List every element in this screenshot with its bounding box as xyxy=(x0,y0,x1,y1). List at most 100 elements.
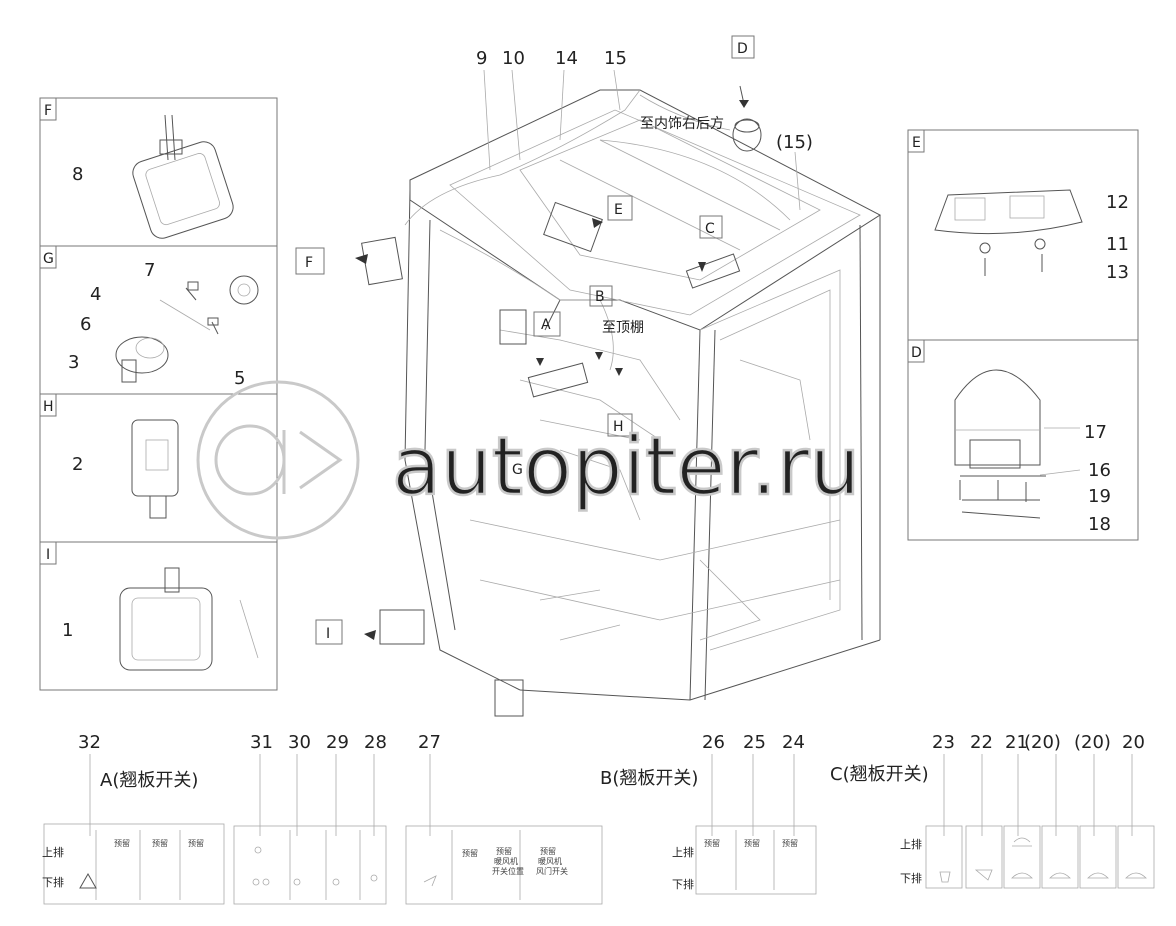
callout-h: H xyxy=(613,419,624,435)
hazard-warning-icon xyxy=(79,872,97,889)
part-number-12: 12 xyxy=(1106,192,1129,213)
part-number-1: 1 xyxy=(62,620,73,641)
switch-parts-g-drawing xyxy=(115,275,259,383)
rocker-switch-h-drawing xyxy=(131,419,179,519)
callout-c: C xyxy=(705,221,715,237)
work-lamp-rear-icon xyxy=(262,878,270,886)
switch-num-27: 27 xyxy=(418,732,441,753)
switch-group-a: 32 A(翘板开关) 上排 下排 预留 预留 预留 31 30 29 28 2 xyxy=(42,732,603,905)
switch-num-21: 21 xyxy=(1005,732,1028,753)
fan-pos-line2: 暖风机 xyxy=(494,856,518,866)
group-a-reserved-3: 预留 xyxy=(188,838,204,848)
switch-group-b: 26 25 24 B(翘板开关) 上排 下排 预留 预留 预留 xyxy=(600,732,817,895)
part-number-8: 8 xyxy=(72,164,83,185)
panel-g-letter: G xyxy=(43,251,54,267)
left-detail-panels: F G H I 8 7 4 6 xyxy=(39,97,278,691)
fan-door-line3: 风门开关 xyxy=(536,866,568,876)
panel-h-letter: H xyxy=(43,399,54,415)
fan-door-line2: 暖风机 xyxy=(538,856,562,866)
beacon-d-drawing xyxy=(954,369,1081,519)
panel-d-letter: D xyxy=(911,345,922,361)
callout-f: F xyxy=(305,255,313,271)
horn-icon xyxy=(974,869,993,881)
watermark-text: autopiter.ru xyxy=(392,420,860,513)
switch-group-c-title: C(翘板开关) xyxy=(830,764,929,785)
part-number-11: 11 xyxy=(1106,234,1129,255)
beacon-icon xyxy=(293,878,301,886)
switch-num-24: 24 xyxy=(782,732,805,753)
right-detail-panels: E D 12 11 13 17 xyxy=(907,129,1139,541)
switch-num-23: 23 xyxy=(932,732,955,753)
wiper-front-icon xyxy=(1011,872,1033,879)
switch-num-29: 29 xyxy=(326,732,349,753)
group-a-reserved-4: 预留 xyxy=(462,848,478,858)
part-number-17: 17 xyxy=(1084,422,1107,443)
callout-i: I xyxy=(326,626,330,642)
fan-icon xyxy=(423,875,437,887)
part-number-9: 9 xyxy=(476,48,487,69)
group-a-upper-row: 上排 xyxy=(42,845,64,859)
dome-light-icon xyxy=(332,878,340,886)
seat-icon xyxy=(939,871,951,883)
dome-light-e-drawing xyxy=(934,189,1083,276)
part-number-14: 14 xyxy=(555,48,578,69)
note-to-interior-right-rear: 至内饰右后方 xyxy=(640,116,724,132)
work-lamp-icon xyxy=(254,846,262,854)
group-a-reserved-1: 预留 xyxy=(114,838,130,848)
fan-pos-line1: 预留 xyxy=(496,846,512,856)
callout-e: E xyxy=(614,202,623,218)
part-number-19: 19 xyxy=(1088,486,1111,507)
watermark-logo: autopiter.ru xyxy=(196,380,861,540)
switch-group-b-title: B(翘板开关) xyxy=(600,768,698,789)
group-b-reserved-3: 预留 xyxy=(782,838,798,848)
switch-num-30: 30 xyxy=(288,732,311,753)
wiper-roof-icon xyxy=(1125,872,1147,879)
panel-f-letter: F xyxy=(44,103,52,119)
work-lamp-front-icon xyxy=(252,878,260,886)
part-number-6: 6 xyxy=(80,314,91,335)
switch-num-26: 26 xyxy=(702,732,725,753)
switch-num-28: 28 xyxy=(364,732,387,753)
switch-num-20c: 20 xyxy=(1122,732,1145,753)
group-b-upper-row: 上排 xyxy=(672,845,694,859)
switch-group-c: 23 22 21 (20) (20) 20 C(翘板开关) 上排 下排 xyxy=(830,732,1155,889)
switch-num-20a: (20) xyxy=(1024,732,1061,753)
part-number-16: 16 xyxy=(1088,460,1111,481)
group-b-reserved-1: 预留 xyxy=(704,838,720,848)
callout-b: B xyxy=(595,289,605,305)
callout-a: A xyxy=(541,317,551,333)
part-number-7: 7 xyxy=(144,260,155,281)
group-c-lower-row: 下排 xyxy=(900,871,922,885)
switch-group-a-title: A(翘板开关) xyxy=(100,770,198,791)
fan-door-line1: 预留 xyxy=(540,846,556,856)
part-number-5: 5 xyxy=(234,368,245,389)
group-a-reserved-2: 预留 xyxy=(152,838,168,848)
panel-i-letter: I xyxy=(46,547,50,563)
work-lamp-i-drawing xyxy=(119,567,259,671)
callout-d: D xyxy=(737,41,748,57)
callout-g: G xyxy=(512,462,523,478)
note-to-roof: 至顶棚 xyxy=(602,320,644,336)
wiper-side-icon xyxy=(1087,872,1109,879)
wiper-rear-icon xyxy=(1049,872,1071,879)
group-b-lower-row: 下排 xyxy=(672,877,694,891)
panel-e-letter: E xyxy=(912,135,921,151)
part-number-15: 15 xyxy=(604,48,627,69)
switch-num-25: 25 xyxy=(743,732,766,753)
part-number-4: 4 xyxy=(90,284,101,305)
fan-pos-line3: 开关位置 xyxy=(492,866,524,876)
callout-boxes: D E C F B A H G I xyxy=(295,35,755,645)
switch-num-22: 22 xyxy=(970,732,993,753)
part-number-3: 3 xyxy=(68,352,79,373)
switch-num-32: 32 xyxy=(78,732,101,753)
washer-icon xyxy=(1012,837,1032,847)
group-b-reserved-2: 预留 xyxy=(744,838,760,848)
switch-num-31: 31 xyxy=(250,732,273,753)
part-number-10: 10 xyxy=(502,48,525,69)
part-number-2: 2 xyxy=(72,454,83,475)
group-a-lower-row: 下排 xyxy=(42,875,64,889)
switch-num-20b: (20) xyxy=(1074,732,1111,753)
light-icon xyxy=(370,874,378,882)
